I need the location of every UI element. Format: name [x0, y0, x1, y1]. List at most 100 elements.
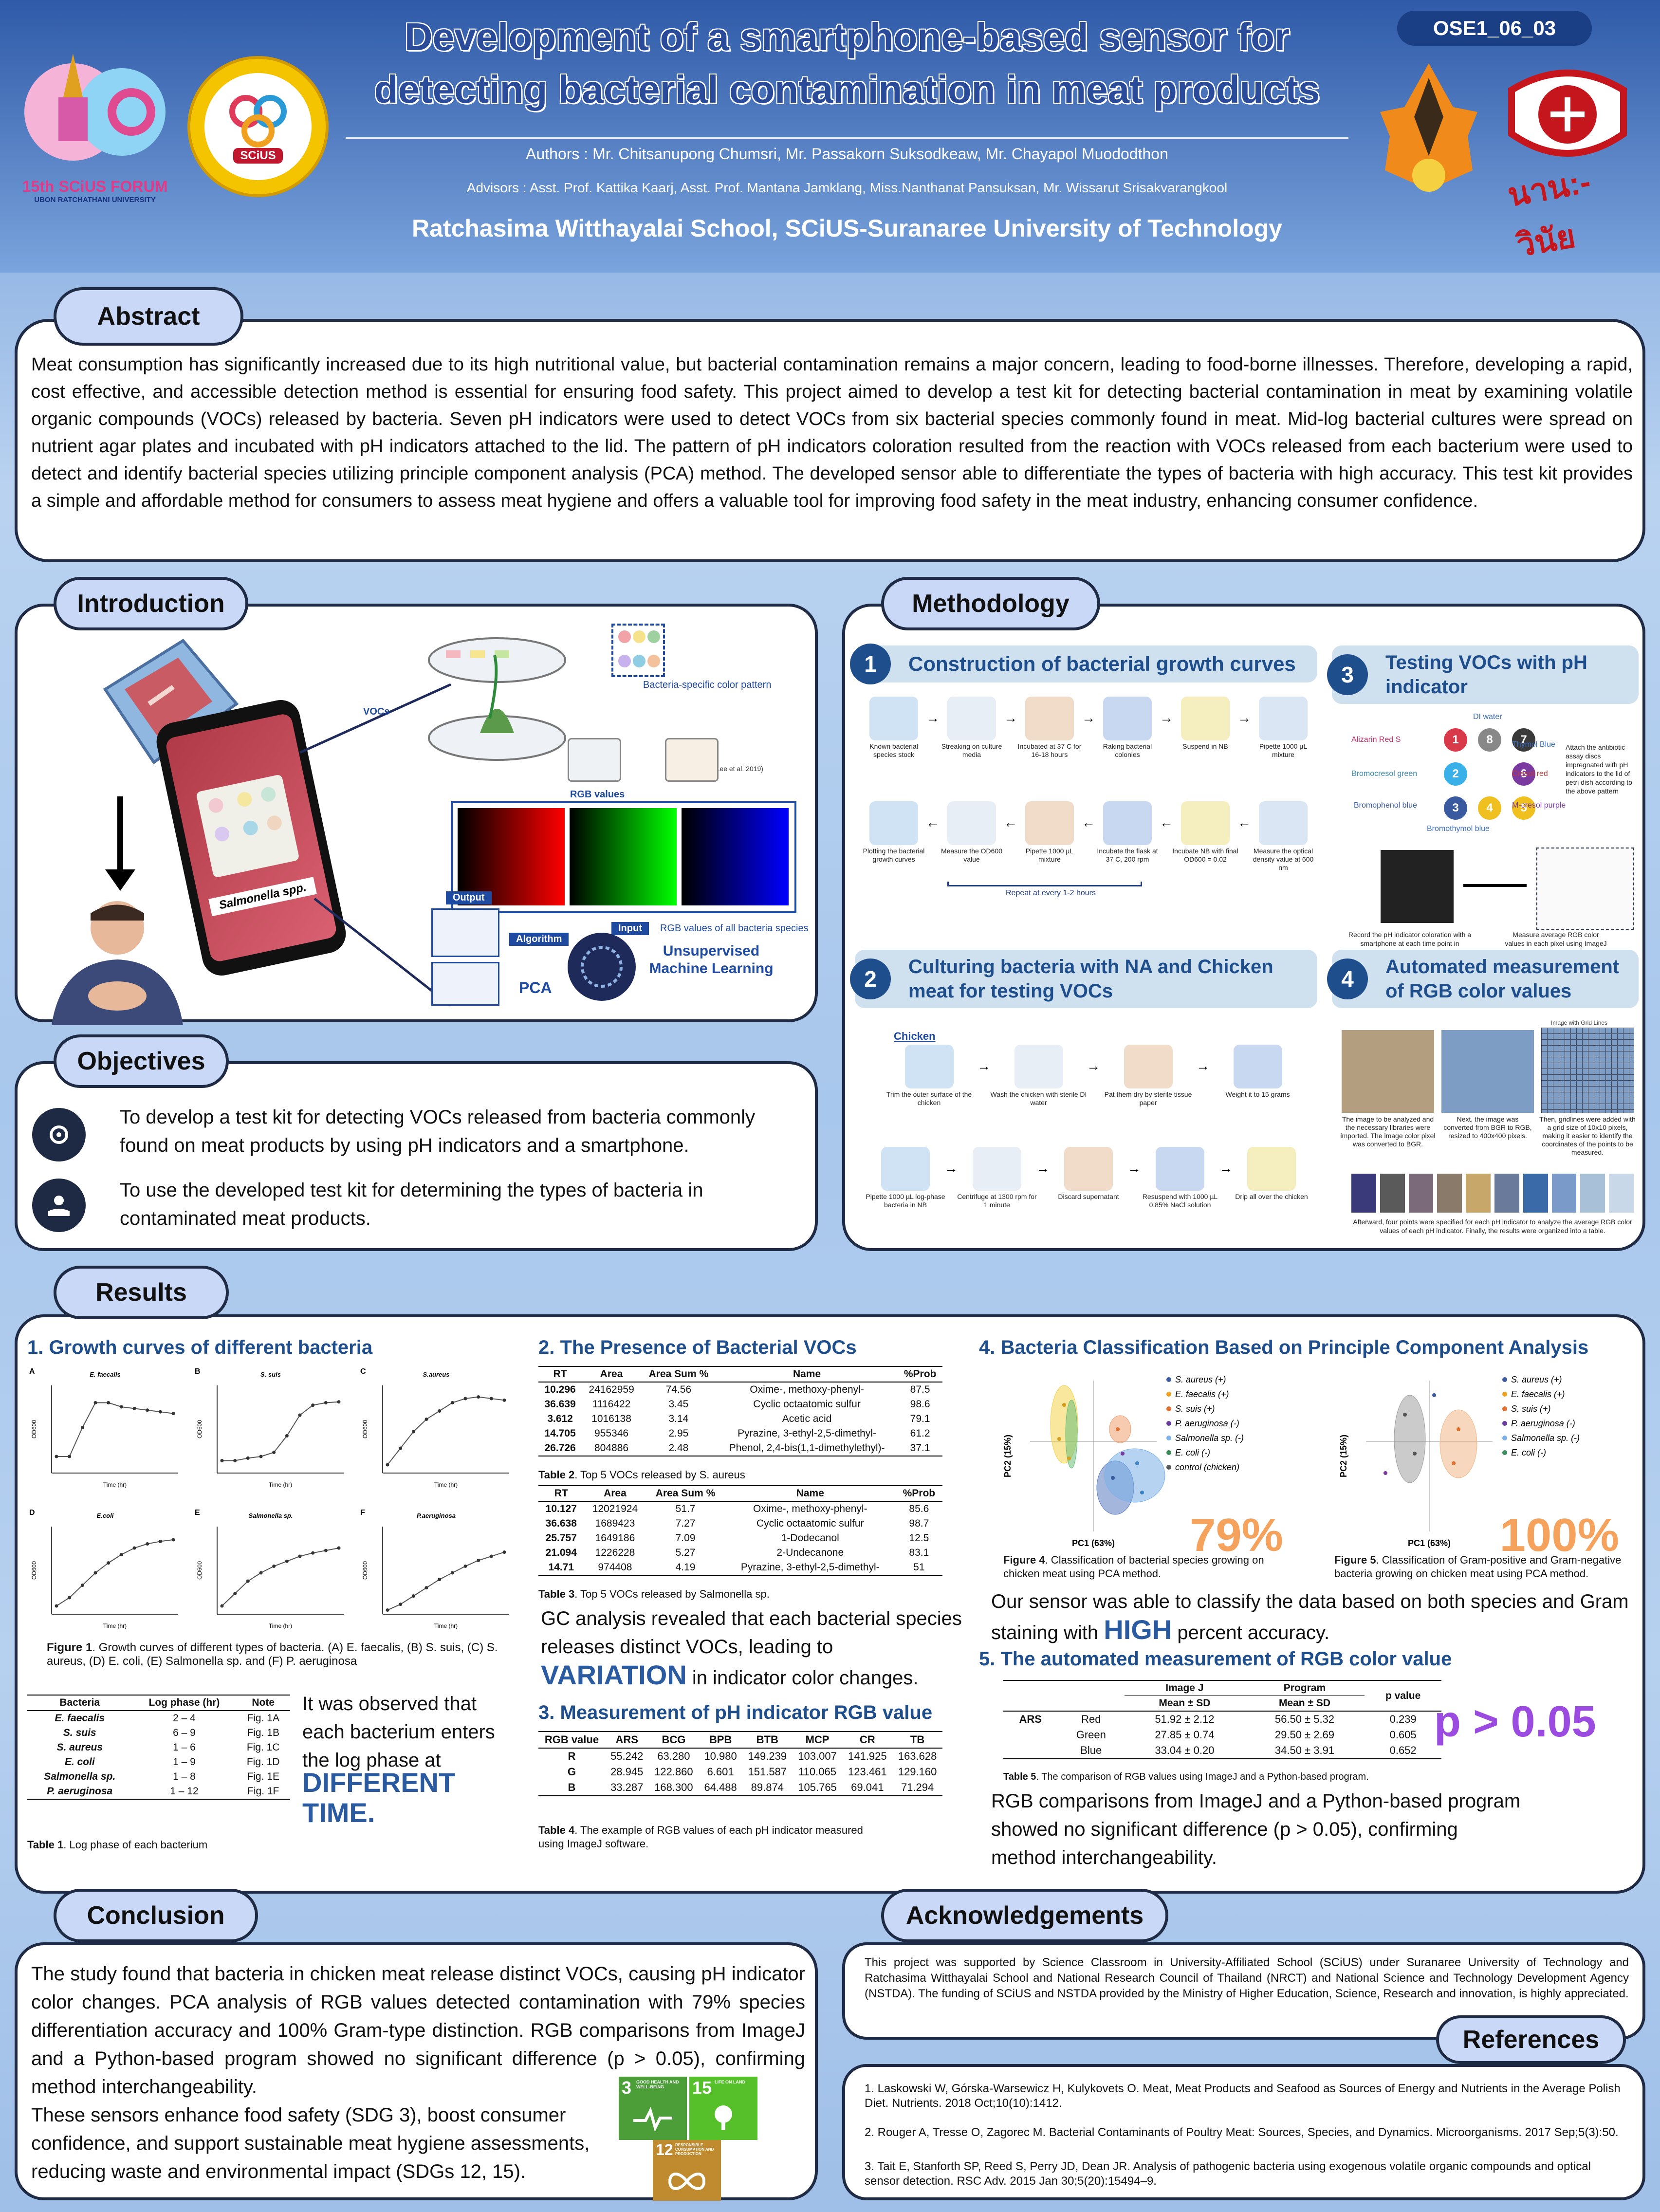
- color-swatches: [1351, 1174, 1634, 1213]
- t1-header-3: Note: [236, 1695, 290, 1711]
- poster-code-badge: OSE1_06_03: [1397, 11, 1592, 46]
- growth-chart-xlabel: Time (hr): [434, 1481, 458, 1488]
- t1-cell: Fig. 1B: [247, 1727, 279, 1738]
- t3-cell: Oxime-, methoxy-phenyl-: [753, 1503, 867, 1514]
- growth-curve-point: [246, 1579, 250, 1583]
- pca-point: [1403, 1413, 1407, 1417]
- forum-logo: 15th SCiUS FORUM UBON RATCHATHANI UNIVER…: [15, 39, 175, 204]
- t2-header-1: RT: [538, 1366, 582, 1382]
- ml-label: Unsupervised Machine Learning: [649, 943, 774, 977]
- growth-chart-letter: C: [360, 1367, 366, 1376]
- s2-top-step-2-label: Wash the chicken with sterile DI water: [990, 1090, 1087, 1106]
- s1-top-arrow-1: →: [926, 710, 940, 725]
- table-2-caption-label: Table 2: [538, 1469, 575, 1481]
- t4-cell: 33.287: [605, 1780, 649, 1796]
- s2-bottom-step-5: Drip all over the chicken: [1231, 1147, 1312, 1230]
- growth-curve-point: [463, 1564, 467, 1568]
- indicator-disc-1: 1: [1444, 728, 1467, 752]
- growth-chart-letter: D: [29, 1509, 35, 1517]
- t3-cell: 85.6: [909, 1503, 929, 1514]
- step4-caption-2: Next, the image was converted from BGR t…: [1443, 1115, 1532, 1140]
- growth-curve-line: [387, 1551, 505, 1611]
- s2-top-step-2-image: [1014, 1045, 1063, 1088]
- growth-curve-point: [55, 1455, 58, 1458]
- swatch-10: [1609, 1174, 1634, 1213]
- t4-cell: 141.925: [848, 1750, 887, 1762]
- table-5-comparison: Image J Program p value Mean ± SD Mean ±…: [1003, 1680, 1441, 1759]
- pca-legend-marker: [1166, 1377, 1171, 1382]
- growth-curve-point: [171, 1538, 175, 1542]
- t3-header-3: Area Sum %: [646, 1485, 725, 1502]
- title-line-1: Development of a smartphone-based sensor…: [404, 15, 1290, 58]
- s1-bottom-step-5: Incubate NB with final OD600 = 0.02: [1171, 801, 1239, 884]
- t1-cell: 1 – 12: [132, 1784, 237, 1800]
- pca-accuracy: 79%: [1190, 1509, 1283, 1561]
- growth-curve-point: [220, 1604, 224, 1608]
- s1-bottom-step-1: Plotting the bacterial growth curves: [860, 801, 928, 884]
- pca-summary-text: Our sensor was able to classify the data…: [991, 1591, 1629, 1643]
- s1-top-step-4-label: Raking bacterial colonies: [1103, 742, 1152, 758]
- objective-2: To use the developed test kit for determ…: [120, 1180, 703, 1229]
- s2-bottom-step-5-image: [1247, 1147, 1296, 1191]
- t3-cell: 36.638: [545, 1518, 577, 1529]
- table-4-caption-text: . The example of RGB values of each pH i…: [538, 1824, 863, 1850]
- pca-result-box: [431, 962, 499, 1006]
- figure-5-caption-text: . Classification of Gram-positive and Gr…: [1334, 1554, 1622, 1580]
- figure-5-pca-gram: PC1 (63%)PC2 (15%)S. aureus (+)E. faecal…: [1339, 1375, 1619, 1561]
- t3-cell: 1226228: [595, 1547, 635, 1558]
- pca-point: [1057, 1437, 1061, 1441]
- t3-header-2: Area: [584, 1485, 646, 1502]
- t4-cell: 123.461: [848, 1766, 887, 1778]
- growth-chart-ylabel: OD600: [362, 1561, 369, 1580]
- arrow-right-3: [1463, 884, 1527, 887]
- introduction-panel: Salmonella spp. VOCs Bacteria-specific c…: [15, 604, 818, 1025]
- growth-curve-point: [171, 1412, 175, 1416]
- rgb-title: 3. Measurement of pH indicator RGB value: [538, 1702, 933, 1723]
- s1-bottom-arrow-2: ←: [1004, 815, 1017, 830]
- s1-top-step-2-image: [947, 697, 996, 740]
- growth-curve-point: [55, 1604, 58, 1608]
- t2-cell: 3.14: [668, 1413, 689, 1424]
- plate-1: [568, 738, 621, 782]
- reference-3: 3. Tait E, Stanforth SP, Reed S, Perry J…: [865, 2160, 1591, 2188]
- growth-curve-point: [324, 1548, 328, 1552]
- growth-chart-xlabel: Time (hr): [103, 1481, 127, 1488]
- t4-cell: 6.601: [707, 1766, 734, 1778]
- s2-top-step-3-image: [1124, 1045, 1173, 1088]
- s1-top-step-6-image: [1259, 697, 1308, 740]
- t2-cell: 61.2: [910, 1428, 930, 1439]
- tree-icon: [715, 2105, 732, 2130]
- growth-curve-point: [411, 1430, 415, 1434]
- s2-bottom-step-1-label: Pipette 1000 µL log-phase bacteria in NB: [866, 1193, 945, 1209]
- s2-top-step-4-image: [1233, 1045, 1282, 1088]
- t2-cell: Phenol, 2,4-bis(1,1-dimethylethyl)-: [716, 1441, 898, 1456]
- pca-legend-label: S. suis (+): [1511, 1404, 1551, 1414]
- gc-summary-highlight: VARIATION: [541, 1659, 687, 1690]
- s1-bottom-arrow-4: ←: [1160, 815, 1173, 830]
- table-1-caption: Table 1. Log phase of each bacterium: [27, 1838, 290, 1852]
- di-water-label: DI water: [1473, 713, 1502, 721]
- table-4-caption: Table 4. The example of RGB values of ea…: [538, 1824, 889, 1851]
- t4-cell: 69.041: [842, 1780, 893, 1796]
- growth-observation-highlight: DIFFERENT TIME.: [302, 1767, 456, 1828]
- growth-chart-letter: F: [360, 1509, 365, 1517]
- t4-cell: G: [567, 1766, 576, 1778]
- s1-bottom-step-3-image: [1025, 801, 1074, 845]
- growth-chart-title: S. suis: [260, 1371, 281, 1378]
- growth-curve-point: [285, 1559, 289, 1563]
- growth-chart-xlabel: Time (hr): [434, 1622, 458, 1629]
- forum-logo-line2: UBON RATCHATHANI UNIVERSITY: [34, 196, 156, 204]
- pca-point: [1135, 1461, 1139, 1465]
- repeat-label: Repeat at every 1-2 hours: [1006, 889, 1096, 897]
- s2-bottom-arrow-2: →: [1036, 1161, 1050, 1176]
- advisors: Advisors : Asst. Prof. Kattika Kaarj, As…: [466, 180, 1228, 195]
- forum-logo-icon: [24, 54, 166, 161]
- table-5-caption-label: Table 5: [1003, 1771, 1036, 1782]
- method-step-3-header: 3 Testing VOCs with pH indicator: [1327, 645, 1639, 704]
- growth-curve-point: [119, 1553, 123, 1557]
- t1-header-1: Bacteria: [27, 1695, 132, 1711]
